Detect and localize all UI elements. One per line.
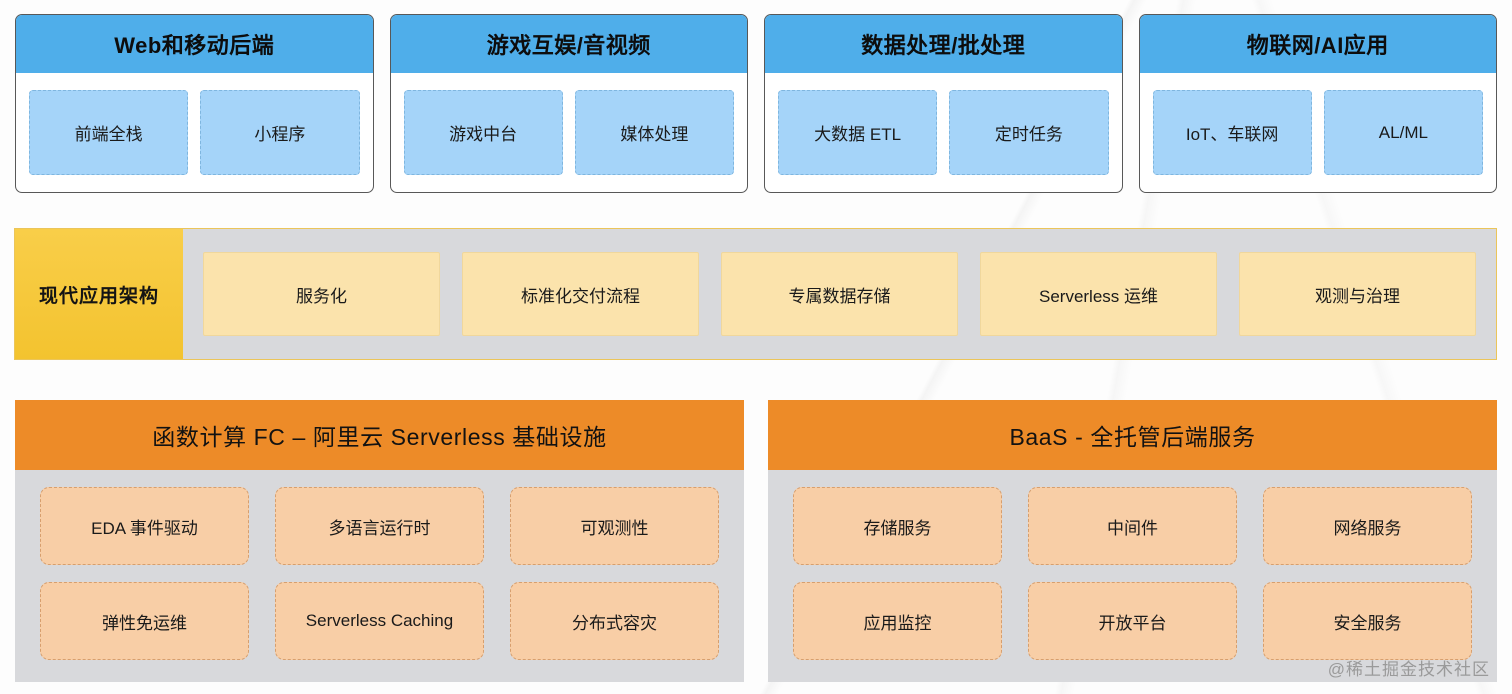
architecture-card[interactable]: 观测与治理	[1239, 252, 1476, 336]
platform-card[interactable]: 分布式容灾	[510, 582, 719, 660]
architecture-card[interactable]: Serverless 运维	[980, 252, 1217, 336]
platform-card-row: 存储服务 中间件 网络服务	[793, 487, 1472, 565]
platform-panel-baas[interactable]: BaaS - 全托管后端服务 存储服务 中间件 网络服务 应用监控 开放平台 安…	[768, 400, 1497, 682]
platform-card[interactable]: 开放平台	[1028, 582, 1237, 660]
platform-card-grid: EDA 事件驱动 多语言运行时 可观测性 弹性免运维 Serverless Ca…	[15, 470, 744, 682]
scenario-card[interactable]: 小程序	[200, 90, 360, 175]
scenario-card[interactable]: 定时任务	[949, 90, 1109, 175]
platform-panel-function-compute[interactable]: 函数计算 FC – 阿里云 Serverless 基础设施 EDA 事件驱动 多…	[15, 400, 744, 682]
platform-card-row: EDA 事件驱动 多语言运行时 可观测性	[40, 487, 719, 565]
scenario-panel-game-media[interactable]: 游戏互娱/音视频 游戏中台 媒体处理	[389, 14, 748, 193]
scenario-panel-title: 物联网/AI应用	[1139, 15, 1496, 73]
platform-card[interactable]: 网络服务	[1263, 487, 1472, 565]
platform-card[interactable]: 弹性免运维	[40, 582, 249, 660]
platform-card[interactable]: EDA 事件驱动	[40, 487, 249, 565]
scenario-card[interactable]: 大数据 ETL	[778, 90, 938, 175]
scenario-card-list: IoT、车联网 AL/ML	[1140, 73, 1497, 192]
platform-panel-title: 函数计算 FC – 阿里云 Serverless 基础设施	[15, 400, 744, 470]
platform-card[interactable]: 可观测性	[510, 487, 719, 565]
platform-card-row: 弹性免运维 Serverless Caching 分布式容灾	[40, 582, 719, 660]
watermark-label: @稀土掘金技术社区	[1327, 660, 1490, 679]
platform-card[interactable]: 应用监控	[793, 582, 1002, 660]
modern-architecture-label: 现代应用架构	[15, 229, 183, 359]
scenario-panel-iot-ai[interactable]: 物联网/AI应用 IoT、车联网 AL/ML	[1138, 14, 1497, 193]
scenario-card-list: 大数据 ETL 定时任务	[765, 73, 1122, 192]
architecture-card[interactable]: 标准化交付流程	[462, 252, 699, 336]
platform-card[interactable]: 存储服务	[793, 487, 1002, 565]
platform-card[interactable]: Serverless Caching	[275, 582, 484, 660]
platform-panel-row: 函数计算 FC – 阿里云 Serverless 基础设施 EDA 事件驱动 多…	[15, 400, 1497, 682]
platform-card[interactable]: 中间件	[1028, 487, 1237, 565]
platform-card-row: 应用监控 开放平台 安全服务	[793, 582, 1472, 660]
scenario-card-list: 前端全栈 小程序	[16, 73, 373, 192]
scenario-card[interactable]: AL/ML	[1323, 90, 1483, 175]
modern-architecture-band: 现代应用架构 服务化 标准化交付流程 专属数据存储 Serverless 运维 …	[14, 228, 1497, 360]
platform-card[interactable]: 安全服务	[1263, 582, 1472, 660]
architecture-card[interactable]: 服务化	[203, 252, 440, 336]
scenario-panel-title: 游戏互娱/音视频	[390, 15, 747, 73]
scenario-panel-title: Web和移动后端	[16, 15, 373, 73]
scenario-card[interactable]: 游戏中台	[403, 90, 563, 175]
scenario-card-list: 游戏中台 媒体处理	[391, 73, 748, 192]
scenario-card[interactable]: 前端全栈	[29, 90, 189, 175]
platform-panel-title: BaaS - 全托管后端服务	[768, 400, 1497, 470]
scenario-card[interactable]: 媒体处理	[574, 90, 734, 175]
architecture-card[interactable]: 专属数据存储	[721, 252, 958, 336]
scenario-panel-web-mobile[interactable]: Web和移动后端 前端全栈 小程序	[15, 14, 374, 193]
scenario-card[interactable]: IoT、车联网	[1152, 90, 1312, 175]
platform-card[interactable]: 多语言运行时	[275, 487, 484, 565]
platform-card-grid: 存储服务 中间件 网络服务 应用监控 开放平台 安全服务	[768, 470, 1497, 682]
scenario-panel-title: 数据处理/批处理	[765, 15, 1122, 73]
scenario-panel-row: Web和移动后端 前端全栈 小程序 游戏互娱/音视频 游戏中台 媒体处理 数据处…	[15, 14, 1497, 193]
scenario-panel-data-batch[interactable]: 数据处理/批处理 大数据 ETL 定时任务	[764, 14, 1123, 193]
modern-architecture-card-list: 服务化 标准化交付流程 专属数据存储 Serverless 运维 观测与治理	[183, 229, 1496, 359]
